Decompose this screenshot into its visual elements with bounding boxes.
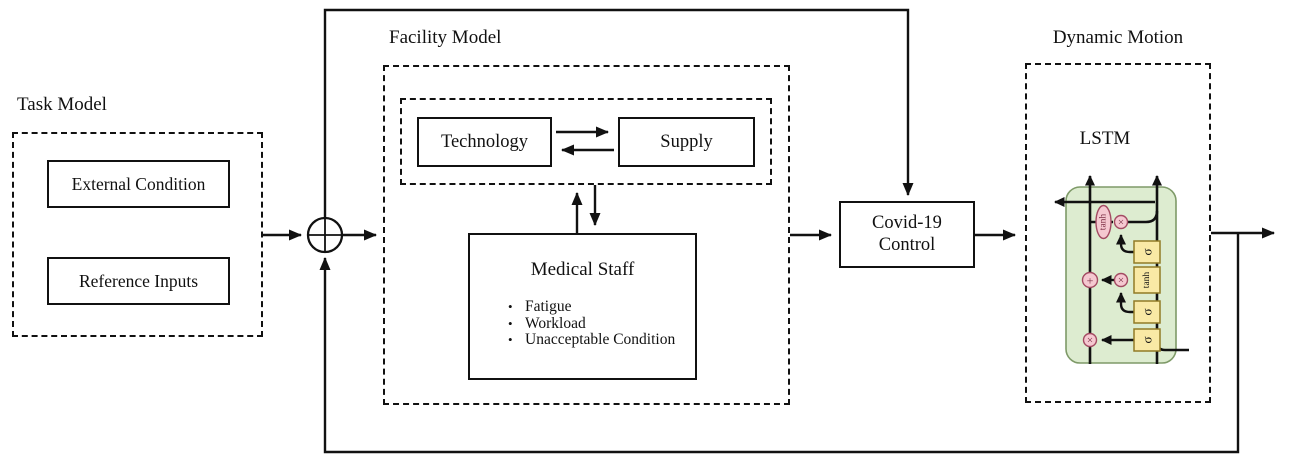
task-model-title: Task Model [17,94,107,115]
cell-tanh-label: tanh [1099,214,1109,231]
lstm-input-gate-box [1133,300,1161,324]
facility-model-title: Facility Model [389,27,502,48]
forget-gate-label: σ [1140,336,1155,343]
lstm-output-gate-box [1133,240,1161,264]
bullet-item: • Unacceptable Condition [508,331,676,349]
covid-control-line1: Covid-19 [872,212,942,233]
bullet-item: • Workload [508,314,675,333]
reference-inputs-box: Reference Inputs [47,257,230,305]
lstm-input-gate-curve [1116,292,1134,314]
bullet-marker: • [508,315,513,331]
lstm-tanh-ellipse [1095,204,1112,240]
technology-box: Technology [417,117,552,167]
bullet-marker: • [508,299,513,314]
bullet-item: • Fatigue [508,298,675,316]
covid-control-box: Covid-19 Control [839,201,975,268]
output-gate-label: σ [1140,248,1155,255]
lstm-multiply-input [1113,272,1129,288]
bullet-text-fatigue: Fatigue [525,298,572,315]
lstm-add-node [1081,271,1099,289]
task-model-container [12,132,263,337]
add-symbol: + [1087,274,1094,288]
multiply-symbol-3: × [1087,335,1093,347]
multiply-symbol-2: × [1118,275,1124,287]
lstm-multiply-output [1113,214,1129,230]
feedback-bottom-line [319,233,1240,454]
lstm-output-gate-curve [1116,234,1134,254]
lstm-label: LSTM [1079,128,1131,149]
dynamic-motion-container [1025,63,1211,403]
covid-control-line2: Control [878,234,936,255]
summing-junction-cross [308,218,342,252]
multiply-symbol: × [1118,217,1124,229]
lstm-output-bend [1128,210,1159,224]
supply-box: Supply [618,117,755,167]
bullet-marker: • [508,332,513,347]
medical-staff-title: Medical Staff [530,259,635,280]
lstm-forget-gate-box [1133,328,1161,352]
bullet-text-workload: Workload [525,314,586,332]
dynamic-motion-title: Dynamic Motion [1052,27,1184,48]
external-condition-box: External Condition [47,160,230,208]
medical-staff-bullets: • Fatigue • Workload • Unacceptable Cond… [508,298,676,349]
tech-supply-container [400,98,772,185]
bullet-text-unacceptable: Unacceptable Condition [525,331,676,348]
feedforward-top-line [323,8,914,218]
lstm-multiply-forget [1082,332,1098,348]
input-gate-label: σ [1140,308,1155,315]
lstm-candidate-gate-box [1133,266,1161,294]
facility-model-container [383,65,790,405]
candidate-gate-label: tanh [1142,272,1152,289]
medical-staff-box: Medical Staff • Fatigue • Workload • Una… [468,233,697,380]
